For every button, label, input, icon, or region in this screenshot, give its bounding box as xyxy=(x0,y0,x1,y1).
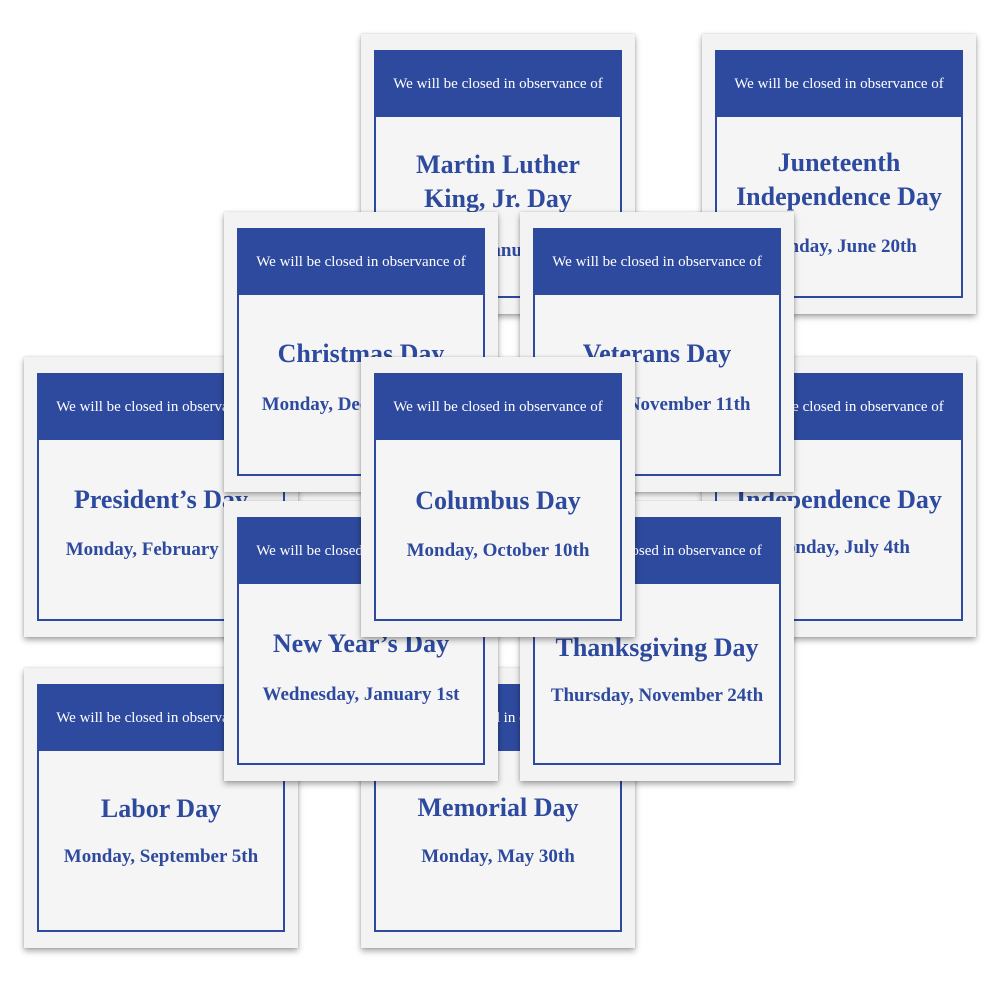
holiday-name: Labor Day xyxy=(100,794,222,823)
closure-banner: We will be closed in observance of xyxy=(717,52,961,117)
holiday-date: Monday, July 4th xyxy=(767,537,910,558)
holiday-date: Monday, June 20th xyxy=(761,236,917,257)
sign-columbus: We will be closed in observance of Colum… xyxy=(361,357,635,637)
closure-banner: We will be closed in observance of xyxy=(376,375,620,440)
sign-frame: We will be closed in observance of Marti… xyxy=(374,50,622,298)
holiday-name: Juneteenth Independence Day xyxy=(736,148,942,211)
closure-banner: We will be closed in observance of xyxy=(376,52,620,117)
closure-banner: We will be closed in observance of xyxy=(535,230,779,295)
holiday-date: Thursday, November 24th xyxy=(550,685,764,706)
holiday-date: Monday, September 5th xyxy=(63,846,259,867)
closure-banner: We will be closed in observance of xyxy=(239,230,483,295)
holiday-date: Wednesday, January 1st xyxy=(262,684,460,705)
holiday-name: Columbus Day xyxy=(415,486,581,515)
sign-mlk: We will be closed in observance of Marti… xyxy=(361,34,635,314)
holiday-name: Thanksgiving Day xyxy=(555,633,759,662)
holiday-name: Martin Luther King, Jr. Day xyxy=(416,150,580,213)
sign-frame: We will be closed in observance of Colum… xyxy=(374,373,622,621)
holiday-date: Monday, February 21st xyxy=(65,539,257,560)
holiday-date: Monday, May 30th xyxy=(421,846,575,867)
holiday-date: Monday, October 10th xyxy=(406,540,590,561)
holiday-name: Memorial Day xyxy=(417,793,579,822)
